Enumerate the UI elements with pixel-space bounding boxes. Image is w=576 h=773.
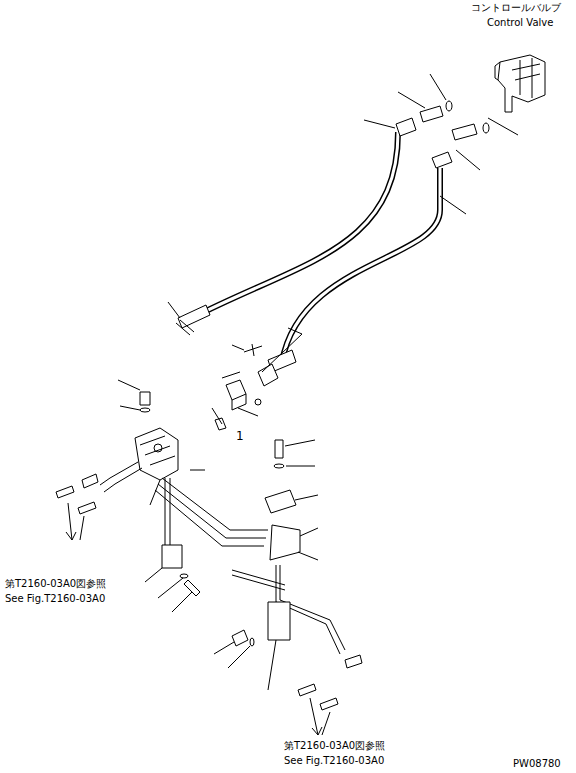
text-label: PW08780	[512, 758, 562, 770]
text-label: 第T2160-03A0図参照	[4, 578, 107, 590]
hoses	[192, 132, 440, 362]
callout-number: 1	[235, 430, 245, 442]
control-valve	[495, 55, 545, 112]
pipes	[100, 462, 345, 654]
leader-lines	[118, 74, 518, 690]
text-label: 第T2160-03A0図参照	[283, 740, 386, 752]
text-label: コントロールバルブ	[470, 2, 562, 14]
manifold	[135, 392, 178, 480]
text-label: Control Valve	[486, 17, 554, 29]
text-label: See Fig.T2160-03A0	[4, 593, 106, 605]
text-label: See Fig.T2160-03A0	[283, 755, 385, 767]
block-fitting	[215, 380, 261, 430]
